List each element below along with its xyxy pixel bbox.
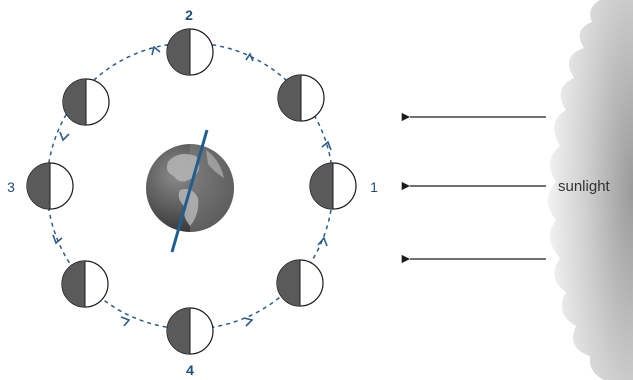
orbit-arrow-1: [321, 140, 332, 151]
orbit-arrow-2: [151, 45, 161, 56]
orbit-arrow-5: [52, 234, 63, 245]
moon-position-1b: [277, 74, 325, 122]
orbit-arrow-4: [59, 131, 70, 142]
position-label-4: 4: [186, 362, 194, 378]
sunlight-arrows: [401, 112, 546, 264]
orbit-arrow-3: [245, 52, 254, 62]
position-label-1: 1: [370, 179, 378, 195]
moon-position-4b: [276, 259, 324, 307]
orbit-direction-arrows: [52, 45, 332, 327]
position-label-3: 3: [7, 179, 15, 195]
moon-position-1: [309, 162, 357, 210]
orbit-arrow-7: [243, 317, 254, 327]
earth-axis: [170, 129, 209, 253]
moon-position-4: [166, 307, 214, 355]
earth-globe-icon: [146, 129, 234, 253]
orbit-arrow-6: [120, 316, 131, 327]
moon-position-2: [166, 28, 214, 76]
position-label-2: 2: [185, 7, 193, 23]
moon-position-2b: [62, 78, 110, 126]
sunlight-label: sunlight: [558, 178, 611, 195]
moon-position-3b: [61, 260, 109, 308]
orbit-arrow-8: [317, 236, 328, 247]
moon-position-3: [26, 162, 74, 210]
sun-edge-shape: [548, 0, 633, 380]
